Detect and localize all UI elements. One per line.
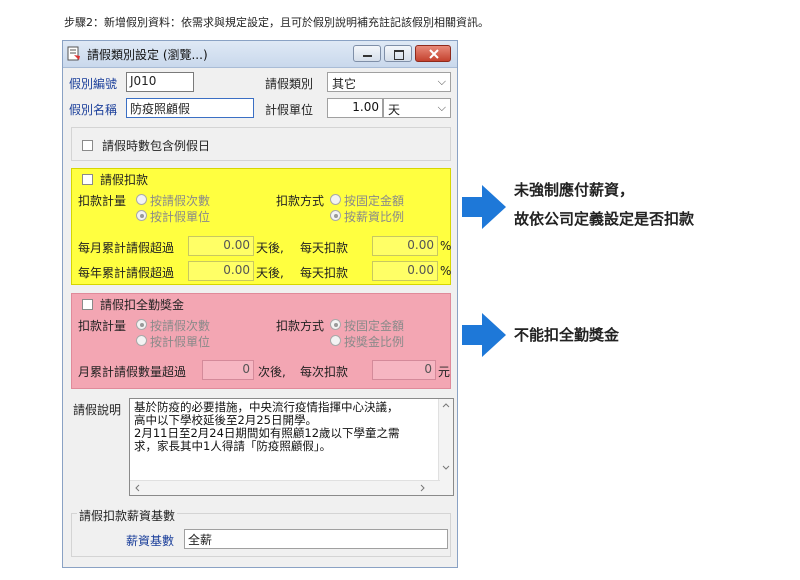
bonus-count-exceed-input[interactable]: 0: [202, 360, 254, 380]
bonus-method-ratio-radio[interactable]: [330, 335, 341, 346]
include-holiday-group: 請假時數包含例假日: [71, 127, 451, 161]
deduct-method-fixed-label: 按固定金額: [344, 194, 405, 208]
memo-text: 基於防疫的必要措施，中央流行疫情指揮中心決議， 高中以下學校延後至2月25日開學…: [134, 401, 442, 453]
leave-unit-label: 計假單位: [265, 103, 314, 117]
bonus-count-exceed-label: 月累計請假數量超過: [78, 365, 187, 379]
memo-line: 求，家長其中1人得請「防疫照顧假」。: [134, 439, 332, 453]
memo-line: 高中以下學校延後至2月25日開學。: [134, 413, 317, 427]
leave-unit-value: 天: [388, 103, 401, 117]
salary-group-label: 請假扣款薪資基數: [77, 507, 178, 524]
include-holiday-label: 請假時數包含例假日: [102, 139, 211, 153]
yearly-daily-deduct-label: 每天扣款: [300, 266, 349, 280]
leave-type-value: 其它: [332, 77, 357, 91]
leave-unit-number[interactable]: 1.00: [327, 98, 383, 118]
chevron-down-icon: ⌵: [437, 75, 446, 88]
bonus-calc-label: 扣款計量: [78, 319, 127, 333]
leave-unit-select[interactable]: 天 ⌵: [383, 98, 451, 118]
deduct-calc-by-count-label: 按請假次數: [150, 194, 211, 208]
monthly-after-label: 天後,: [256, 241, 284, 255]
leave-name-label: 假別名稱: [69, 103, 118, 117]
leave-deduct-checkbox[interactable]: [82, 174, 93, 185]
callout-deduct-line2: 故依公司定義設定是否扣款: [514, 210, 695, 228]
maximize-icon: [394, 50, 404, 60]
salary-base-input[interactable]: 全薪: [184, 529, 448, 549]
bonus-calc-by-unit-label: 按計假單位: [150, 335, 211, 349]
deduct-method-ratio-radio[interactable]: [330, 210, 341, 221]
include-holiday-checkbox[interactable]: [82, 140, 93, 151]
scroll-left-icon[interactable]: [134, 484, 140, 492]
close-button[interactable]: [415, 45, 451, 62]
bonus-method-label: 扣款方式: [276, 319, 325, 333]
memo-vertical-scrollbar[interactable]: [438, 399, 453, 495]
scroll-right-icon[interactable]: [420, 484, 426, 492]
leave-type-label: 請假類別: [265, 77, 314, 91]
deduct-method-fixed-radio[interactable]: [330, 194, 341, 205]
bonus-unit-label: 元: [438, 365, 451, 379]
deduct-calc-by-unit-label: 按計假單位: [150, 210, 211, 224]
leave-type-select[interactable]: 其它 ⌵: [327, 72, 451, 92]
memo-textarea[interactable]: 基於防疫的必要措施，中央流行疫情指揮中心決議， 高中以下學校延後至2月25日開學…: [129, 398, 454, 496]
yearly-exceed-label: 每年累計請假超過: [78, 266, 175, 280]
salary-base-group: 薪資基數 全薪: [71, 513, 451, 557]
yearly-exceed-input[interactable]: 0.00: [188, 261, 254, 281]
salary-base-label: 薪資基數: [126, 534, 175, 548]
leave-code-input[interactable]: J010: [126, 72, 194, 92]
yearly-daily-deduct-input[interactable]: 0.00: [372, 261, 438, 281]
monthly-percent-label: %: [440, 239, 452, 253]
minimize-button[interactable]: [353, 45, 381, 62]
monthly-daily-deduct-input[interactable]: 0.00: [372, 236, 438, 256]
deduct-method-ratio-label: 按薪資比例: [344, 210, 405, 224]
arrow-right-icon: [462, 185, 506, 229]
bonus-method-ratio-label: 按獎金比例: [344, 335, 405, 349]
monthly-daily-deduct-label: 每天扣款: [300, 241, 349, 255]
yearly-after-label: 天後,: [256, 266, 284, 280]
deduct-method-label: 扣款方式: [276, 194, 325, 208]
memo-line: 2月11日至2月24日期間如有照顧12歲以下學童之需: [134, 426, 400, 440]
memo-horizontal-scrollbar[interactable]: [130, 480, 440, 495]
monthly-exceed-input[interactable]: 0.00: [188, 236, 254, 256]
callout-deduct-line1: 未強制應付薪資，: [514, 181, 635, 199]
close-icon: [429, 49, 439, 59]
bonus-deduct-panel: 請假扣全勤獎金 扣款計量 按請假次數 按計假單位 扣款方式 按固定金額 按獎金比…: [71, 293, 451, 389]
leave-type-window: 請假類別設定 (瀏覽...) 假別編號 J010 請假類別 其它 ⌵ 假別名稱 …: [62, 40, 458, 568]
bonus-calc-by-count-radio[interactable]: [136, 319, 147, 330]
bonus-method-fixed-radio[interactable]: [330, 319, 341, 330]
memo-label: 請假說明: [73, 403, 122, 417]
scroll-down-icon[interactable]: [442, 465, 450, 471]
arrow-right-icon: [462, 313, 506, 357]
callout-bonus: 不能扣全勤獎金: [514, 326, 620, 344]
form-icon: [67, 46, 80, 61]
minimize-icon: [363, 55, 372, 57]
step-instruction: 步驟2：新增假別資料：依需求與規定設定，且可於假別說明補充註記該假別相關資訊。: [64, 16, 489, 29]
bonus-after-label: 次後,: [258, 365, 286, 379]
bonus-per-deduct-input[interactable]: 0: [372, 360, 436, 380]
bonus-method-fixed-label: 按固定金額: [344, 319, 405, 333]
deduct-calc-by-count-radio[interactable]: [136, 194, 147, 205]
leave-code-label: 假別編號: [69, 77, 118, 91]
yearly-percent-label: %: [440, 264, 452, 278]
chevron-down-icon: ⌵: [437, 101, 446, 114]
deduct-calc-by-unit-radio[interactable]: [136, 210, 147, 221]
deduct-calc-label: 扣款計量: [78, 194, 127, 208]
monthly-exceed-label: 每月累計請假超過: [78, 241, 175, 255]
scroll-up-icon[interactable]: [442, 402, 450, 408]
leave-deduct-panel: 請假扣款 扣款計量 按請假次數 按計假單位 扣款方式 按固定金額 按薪資比例 每…: [71, 168, 451, 285]
bonus-calc-by-count-label: 按請假次數: [150, 319, 211, 333]
maximize-button[interactable]: [384, 45, 412, 62]
bonus-calc-by-unit-radio[interactable]: [136, 335, 147, 346]
leave-name-input[interactable]: 防疫照顧假: [126, 98, 254, 118]
window-title: 請假類別設定 (瀏覽...): [87, 48, 208, 62]
leave-deduct-label: 請假扣款: [100, 173, 149, 187]
bonus-per-deduct-label: 每次扣款: [300, 365, 349, 379]
bonus-deduct-checkbox[interactable]: [82, 299, 93, 310]
memo-line: 基於防疫的必要措施，中央流行疫情指揮中心決議，: [134, 400, 399, 414]
bonus-deduct-label: 請假扣全勤獎金: [100, 298, 185, 312]
title-bar: 請假類別設定 (瀏覽...): [63, 41, 457, 68]
